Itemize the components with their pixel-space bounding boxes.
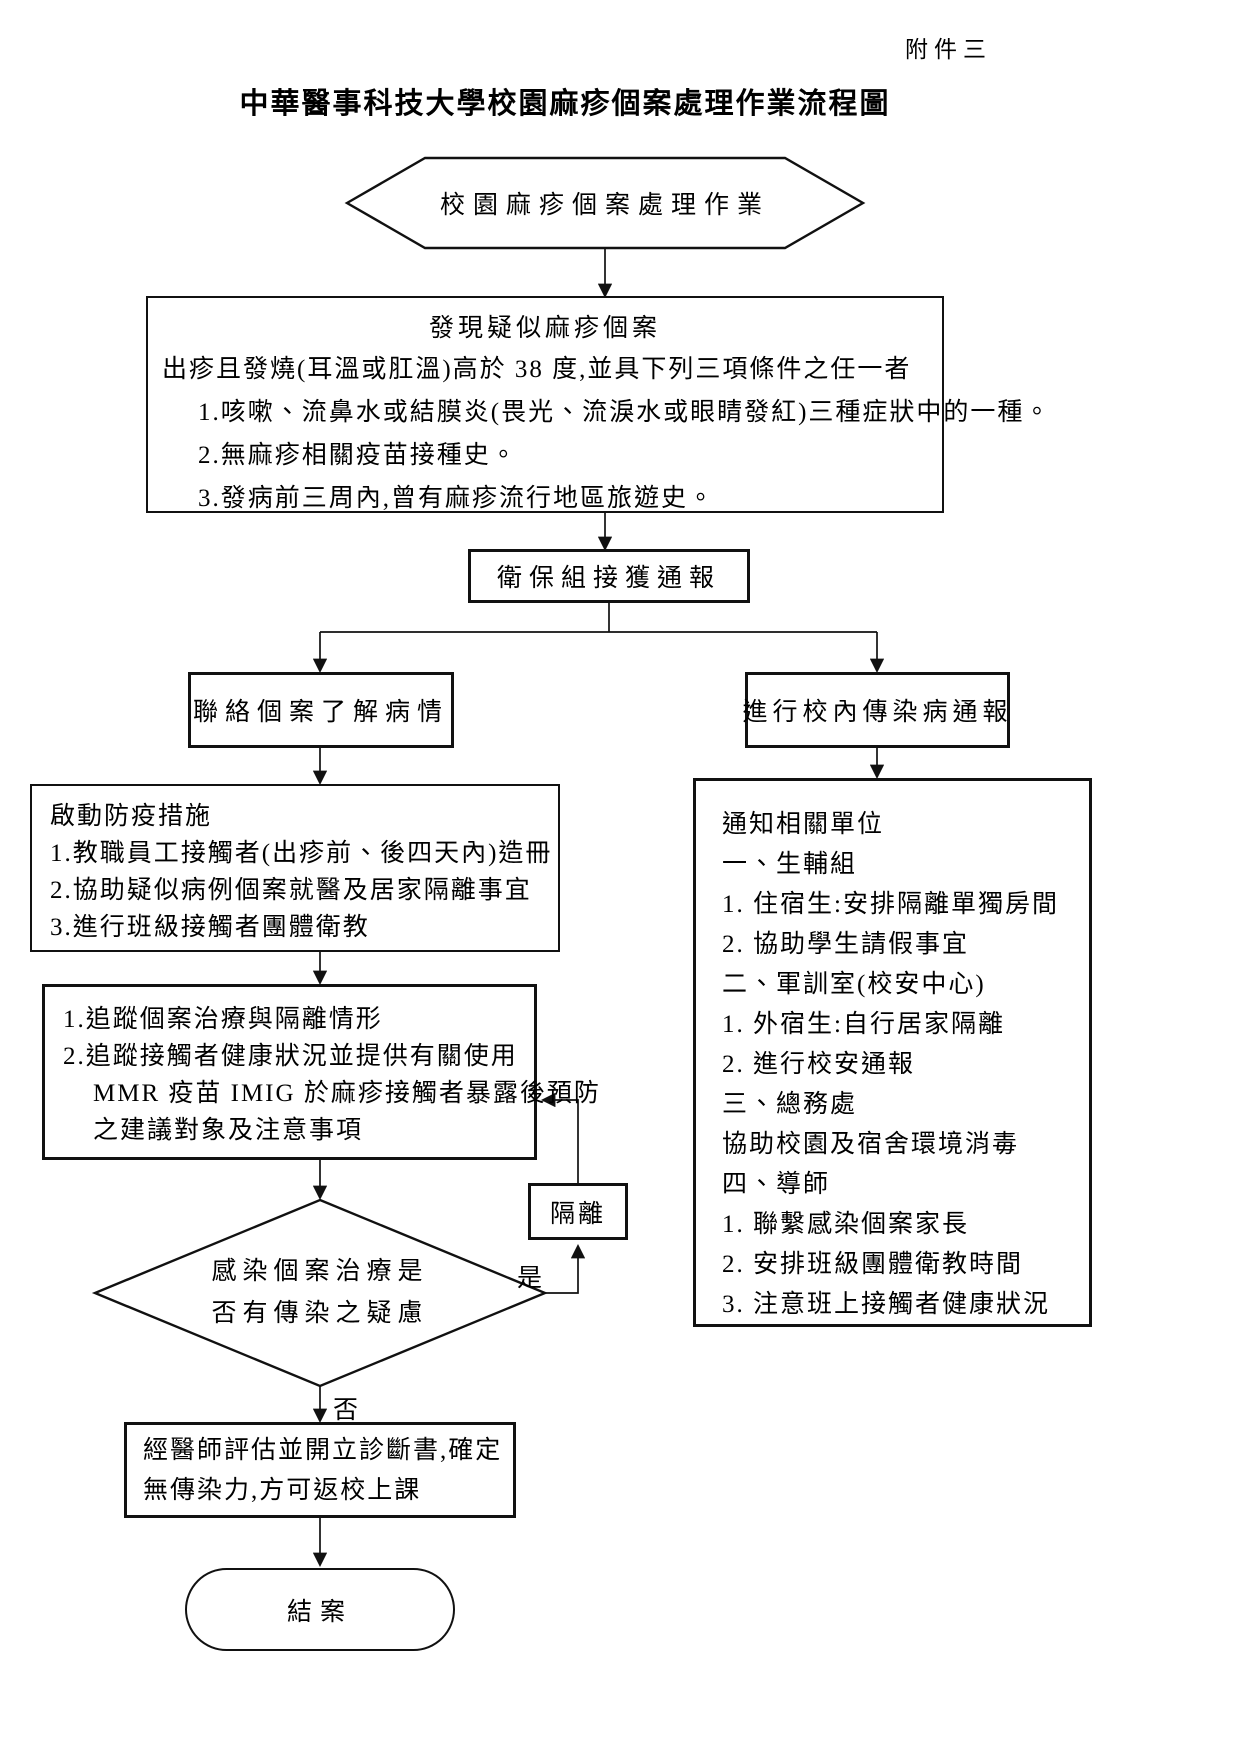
notify-units-line: 三、總務處: [722, 1091, 858, 1118]
doctor-evaluation-line: 經醫師評估並開立診斷書,確定: [143, 1437, 503, 1464]
isolation-label: 隔離: [549, 1200, 606, 1228]
prevention-line: 啟動防疫措施: [50, 803, 213, 830]
prevention-line: 1.教職員工接觸者(出疹前、後四天內)造冊: [50, 840, 553, 867]
notify-units-box: 通知相關單位 一、生輔組 1. 住宿生:安排隔離單獨房間 2. 協助學生請假事宜…: [693, 778, 1092, 1327]
health-section-notified-box: [468, 549, 750, 603]
flow-arrow-isolation-loop: [540, 1092, 579, 1183]
isolation-box: [528, 1183, 628, 1240]
flow-arrow-yes: [545, 1243, 586, 1294]
notify-units-line: 一、生輔組: [722, 851, 858, 878]
notify-units-line: 3. 注意班上接觸者健康狀況: [722, 1291, 1051, 1318]
notify-units-line: 1. 外宿生:自行居家隔離: [722, 1011, 1005, 1038]
tracking-line: 2.追蹤接觸者健康狀況並提供有關使用: [63, 1043, 518, 1070]
decision-line: 否有傳染之疑慮: [211, 1300, 429, 1327]
notify-units-line: 1. 住宿生:安排隔離單獨房間: [722, 891, 1059, 918]
start-hexagon-shape: [344, 156, 866, 250]
yes-branch-label: 是: [517, 1265, 543, 1292]
doctor-evaluation-box: 經醫師評估並開立診斷書,確定 無傳染力,方可返校上課: [124, 1422, 516, 1518]
contact-case-label: 聯絡個案了解病情: [192, 699, 449, 726]
campus-report-label: 進行校內傳染病通報: [742, 699, 1013, 726]
notify-units-line: 通知相關單位: [722, 811, 885, 838]
suspected-case-intro: 出疹且發燒(耳溫或肛溫)高於 38 度,並具下列三項條件之任一者: [162, 356, 912, 383]
suspected-case-item: 1.咳嗽、流鼻水或結膜炎(畏光、流淚水或眼睛發紅)三種症狀中的一種。: [198, 399, 1052, 426]
decision-line: 感染個案治療是: [211, 1258, 429, 1285]
prevention-measures-box: 啟動防疫措施 1.教職員工接觸者(出疹前、後四天內)造冊 2.協助疑似病例個案就…: [30, 784, 560, 952]
notify-units-line: 四、導師: [722, 1171, 831, 1198]
attachment-label: 附件三: [905, 37, 992, 62]
tracking-box: 1.追蹤個案治療與隔離情形 2.追蹤接觸者健康狀況並提供有關使用 MMR 疫苗 …: [42, 984, 601, 1160]
notify-units-line: 2. 安排班級團體衛教時間: [722, 1251, 1024, 1278]
end-terminal-label: 結案: [286, 1598, 353, 1626]
tracking-line: 之建議對象及注意事項: [93, 1117, 364, 1144]
campus-report-box: [745, 672, 1010, 748]
end-terminal: 結案: [185, 1568, 455, 1651]
health-section-notified-label: 衛保組接獲通報: [496, 565, 721, 592]
notify-units-line: 1. 聯繫感染個案家長: [722, 1211, 970, 1238]
notify-units-line: 2. 進行校安通報: [722, 1051, 916, 1078]
prevention-line: 2.協助疑似病例個案就醫及居家隔離事宜: [50, 877, 532, 904]
notify-units-line: 2. 協助學生請假事宜: [722, 931, 970, 958]
doctor-evaluation-line: 無傳染力,方可返校上課: [143, 1477, 422, 1504]
suspected-case-item: 2.無麻疹相關疫苗接種史。: [198, 442, 518, 469]
start-node-label: 校園麻疹個案處理作業: [439, 192, 770, 219]
notify-units-line: 二、軍訓室(校安中心): [722, 971, 986, 998]
prevention-line: 3.進行班級接觸者團體衛教: [50, 914, 370, 941]
suspected-case-box: 發現疑似麻疹個案 出疹且發燒(耳溫或肛溫)高於 38 度,並具下列三項條件之任一…: [146, 296, 1052, 513]
page-title: 中華醫事科技大學校園麻疹個案處理作業流程圖: [239, 88, 891, 120]
suspected-case-item: 3.發病前三周內,曾有麻疹流行地區旅遊史。: [198, 485, 716, 512]
no-branch-label: 否: [333, 1397, 359, 1424]
tracking-line: 1.追蹤個案治療與隔離情形: [63, 1006, 383, 1033]
decision-label: 感染個案治療是 否有傳染之疑慮: [95, 1200, 545, 1386]
contact-case-box: [188, 672, 454, 748]
suspected-case-heading: 發現疑似麻疹個案: [428, 315, 661, 342]
tracking-line: MMR 疫苗 IMIG 於麻疹接觸者暴露後預防: [93, 1080, 601, 1107]
notify-units-line: 協助校園及宿舍環境消毒: [722, 1131, 1020, 1158]
